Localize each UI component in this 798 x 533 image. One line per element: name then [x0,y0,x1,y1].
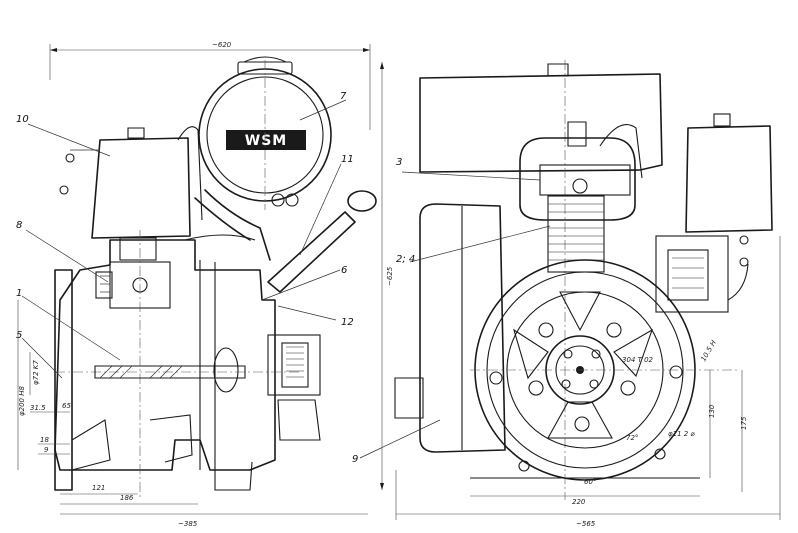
engine-block [54,239,276,471]
dim-72k7: φ72 K7 [32,360,40,385]
badge-text: WSM [245,133,287,149]
dim-pcd: 304 T 02 [622,356,654,364]
callout-7: 7 [340,91,347,102]
carburetor [95,237,171,309]
front-carburetor [655,235,749,313]
dim-hole: φ11 2 ⌀ [668,430,695,438]
dim-121: 121 [92,484,105,492]
starter-housing [267,334,321,441]
callout-1: 1 [16,288,22,299]
dim-overall-height: ~625 [380,62,394,490]
callout-3: 3 [396,157,402,168]
dim-385: ~385 [178,520,198,528]
dim-72deg: 72° [626,434,638,442]
callout-11: 11 [341,154,354,165]
dim-186: 186 [120,494,134,502]
dim-9: 9 [44,446,49,454]
dim-220: 220 [572,498,586,506]
badge-plate [226,130,306,150]
callouts-side: 10 7 11 8 6 1 12 5 [16,91,354,379]
dim-175: 175 [740,416,748,430]
shaft-hatch [99,365,183,379]
callout-9: 9 [352,454,358,465]
lever [267,190,377,293]
front-view: ~625 [352,60,781,528]
callout-2-4: 2; 4 [396,254,415,265]
dim-65: 65 [62,402,71,410]
side-dimensions: 121 186 ~385 φ200 H8 φ72 K7 31.5 18 9 65 [17,300,368,528]
callout-5: 5 [16,330,22,341]
callouts-front: 3 2; 4 9 [352,157,551,465]
dim-overall-height-text: ~625 [386,266,394,286]
dim-60deg: 60° [584,478,596,486]
exhaust-drum [419,203,506,453]
callout-12: 12 [341,317,354,328]
dim-565: ~565 [576,520,596,528]
dim-18: 18 [40,436,49,444]
cylinder [519,137,636,273]
callout-10: 10 [16,114,29,125]
dim-bolt: 10.5 H [699,338,718,363]
dim-overall-width-text: ~620 [212,41,232,49]
air-box [419,73,663,173]
dim-130: 130 [708,404,716,418]
fuel-tank [91,137,191,239]
callout-8: 8 [16,220,22,231]
air-filter: WSM [198,56,332,210]
dim-31-5: 31.5 [30,404,46,412]
dim-overall-width: ~620 [49,41,371,130]
callout-6: 6 [341,265,347,276]
dim-200h8: φ200 H8 [18,386,26,416]
front-dimensions: 304 T 02 10.5 H φ11 2 ⌀ 72° 60° 130 175 … [395,236,781,528]
side-view: ~620 WSM [16,41,377,528]
front-fuel-tank [685,125,773,233]
